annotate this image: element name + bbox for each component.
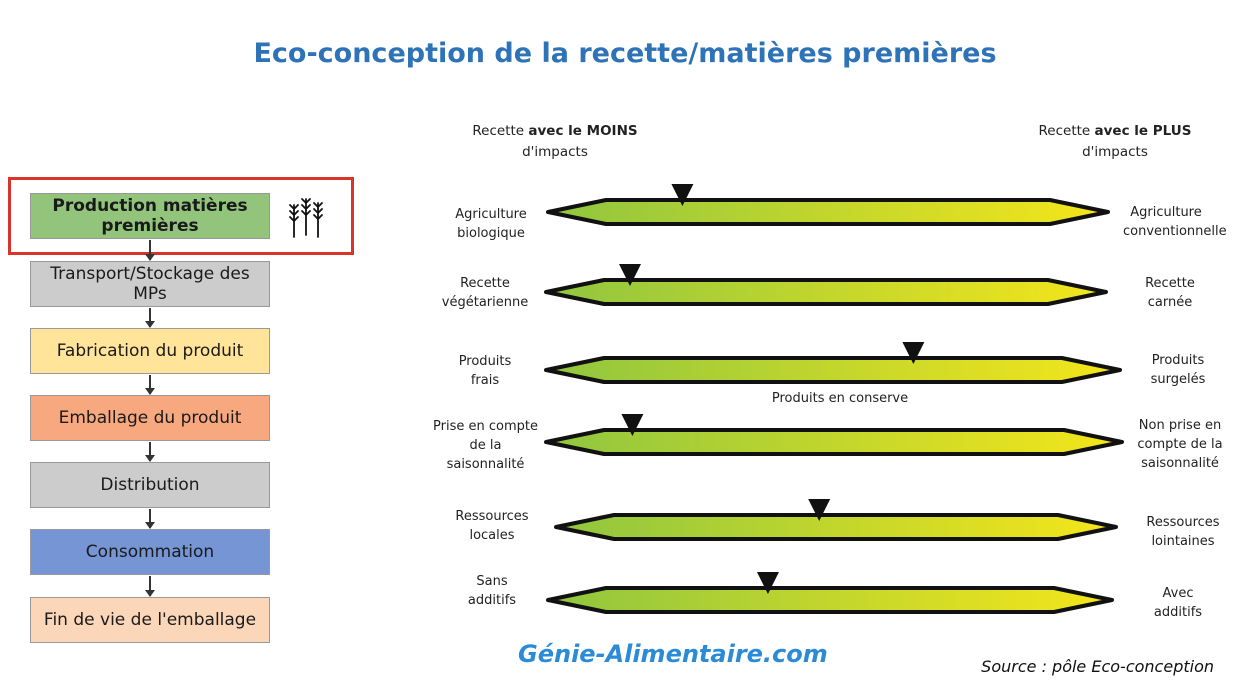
scale-marker — [619, 264, 641, 286]
scale-bar — [544, 428, 1124, 456]
scale-right-label: Produits surgelés — [1150, 353, 1206, 387]
watermark: Génie-Alimentaire.com — [518, 640, 828, 668]
scale-right-label: Agriculture conventionnelle — [1123, 205, 1227, 239]
header-least-impact: Recette avec le MOINS d'impacts — [472, 123, 638, 160]
scale-left-label: Prise en compte de la saisonnalité — [433, 419, 538, 472]
flow-arrow — [145, 509, 155, 529]
flow-arrow — [145, 576, 155, 597]
scale-right-label: Avec additifs — [1153, 586, 1203, 620]
scale-right-label: Non prise en compte de la saisonnalité — [1137, 418, 1223, 471]
scale-bar — [546, 198, 1110, 226]
step-fabrication: Fabrication du produit — [30, 328, 270, 374]
flow-arrow — [145, 442, 155, 462]
scale-bar — [544, 356, 1122, 384]
active-step-highlight — [8, 177, 354, 255]
scale-marker — [808, 499, 831, 521]
scale-marker — [621, 414, 644, 436]
scale-left-label: Recette végétarienne — [441, 276, 529, 310]
flow-arrow — [145, 308, 155, 328]
step-consommation: Consommation — [30, 529, 270, 575]
scale-bar — [554, 513, 1118, 541]
step-transport: Transport/Stockage des MPs — [30, 261, 270, 307]
scale-right-label: Recette carnée — [1145, 276, 1195, 310]
scale-annotation: Produits en conserve — [771, 391, 909, 406]
flow-arrow — [145, 375, 155, 395]
header-most-impact: Recette avec le PLUS d'impacts — [1038, 123, 1192, 160]
step-distribution: Distribution — [30, 462, 270, 508]
scale-bar — [544, 278, 1108, 306]
scale-right-label: Ressources lointaines — [1146, 515, 1220, 549]
scale-marker — [671, 184, 694, 206]
step-production: Production matières premières — [30, 193, 270, 239]
scale-left-label: Ressources locales — [455, 509, 529, 543]
scale-bar — [546, 586, 1114, 614]
scale-marker — [902, 342, 925, 364]
flow-arrow — [145, 240, 155, 261]
wheat-icon — [289, 198, 323, 238]
step-fin-de-vie: Fin de vie de l'emballage — [30, 597, 270, 643]
scale-left-label: Sans additifs — [467, 574, 517, 608]
scale-marker — [756, 572, 779, 594]
scale-left-label: Agriculture biologique — [455, 207, 527, 241]
source-caption: Source : pôle Eco-conception — [981, 657, 1214, 676]
scale-left-label: Produits frais — [458, 354, 512, 388]
page-title: Eco-conception de la recette/matières pr… — [253, 38, 997, 69]
step-emballage: Emballage du produit — [30, 395, 270, 441]
